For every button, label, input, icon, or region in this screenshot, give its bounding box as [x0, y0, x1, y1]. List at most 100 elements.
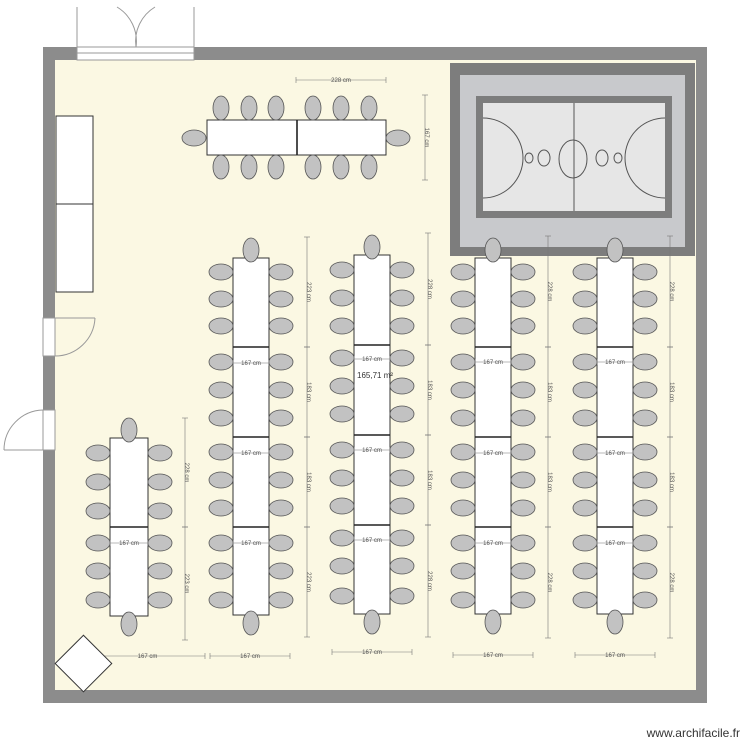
chair [389, 497, 415, 515]
dimension-label: 167 cm [605, 653, 625, 659]
chair [450, 499, 476, 517]
dimension-label: 183 cm [426, 470, 432, 490]
chair [632, 409, 658, 427]
dimension-label: 167 cm [241, 451, 261, 457]
dimension-label: 167 cm [362, 357, 382, 363]
dimension-label: 167 cm [241, 361, 261, 367]
chair [208, 353, 234, 371]
chair [181, 129, 207, 147]
chair [268, 591, 294, 609]
chair [510, 353, 536, 371]
chair [85, 534, 111, 552]
dimension-label: 167 cm [605, 451, 625, 457]
chair [510, 534, 536, 552]
chair [572, 317, 598, 335]
chair [208, 409, 234, 427]
chair [606, 609, 624, 635]
chair [212, 154, 230, 180]
chair [147, 473, 173, 491]
dimension-label: 167 cm [241, 541, 261, 547]
chair [510, 381, 536, 399]
chair [329, 469, 355, 487]
chair [208, 499, 234, 517]
chair [329, 557, 355, 575]
chair [572, 443, 598, 461]
chair [268, 499, 294, 517]
chair [329, 317, 355, 335]
chair [450, 353, 476, 371]
dimension-label: 183 cm [546, 472, 552, 492]
chair [85, 591, 111, 609]
chair [450, 471, 476, 489]
chair [208, 471, 234, 489]
dimension-label: 167 cm [362, 538, 382, 544]
chair [389, 557, 415, 575]
chair [208, 317, 234, 335]
chair [572, 263, 598, 281]
chair [268, 443, 294, 461]
chair [510, 562, 536, 580]
chair [389, 529, 415, 547]
chair [572, 353, 598, 371]
chair [329, 497, 355, 515]
brand-watermark: www.archifacile.fr [646, 726, 740, 740]
chair [572, 591, 598, 609]
chair [632, 471, 658, 489]
dimension-label: 228 cm [546, 573, 552, 593]
chair [632, 290, 658, 308]
chair [267, 95, 285, 121]
chair [389, 317, 415, 335]
chair [510, 317, 536, 335]
chair [267, 154, 285, 180]
chair [147, 444, 173, 462]
chair [389, 405, 415, 423]
chair [329, 377, 355, 395]
chair [329, 405, 355, 423]
chair [85, 502, 111, 520]
dimension-label: 223 cm [305, 282, 311, 302]
chair [212, 95, 230, 121]
chair [572, 409, 598, 427]
dimension-label: 228 cm [426, 571, 432, 591]
chair [360, 95, 378, 121]
chair [363, 234, 381, 260]
chair [385, 129, 411, 147]
dimension-label: 167 cm [483, 653, 503, 659]
chair [360, 154, 378, 180]
dimension-label: 228 cm [668, 282, 674, 302]
furniture-layer [85, 95, 658, 637]
chair [389, 587, 415, 605]
chair [632, 317, 658, 335]
buffet-counter [55, 115, 94, 293]
dance-floor-icon [450, 63, 695, 256]
chair [389, 289, 415, 307]
chair [510, 263, 536, 281]
chair [510, 290, 536, 308]
chair [85, 473, 111, 491]
chair [332, 95, 350, 121]
chair [450, 562, 476, 580]
chair [632, 263, 658, 281]
chair [208, 381, 234, 399]
chair [450, 443, 476, 461]
chair [329, 261, 355, 279]
chair [450, 317, 476, 335]
chair [85, 444, 111, 462]
chair [208, 591, 234, 609]
chair [510, 443, 536, 461]
dimension-label: 223 cm [305, 572, 311, 592]
dimension-label: 183 cm [668, 472, 674, 492]
french-window-icon [76, 6, 195, 61]
chair [208, 562, 234, 580]
chair [450, 381, 476, 399]
chair [389, 441, 415, 459]
dimension-label: 167 cm [605, 360, 625, 366]
chair [329, 349, 355, 367]
chair [147, 591, 173, 609]
chair [147, 502, 173, 520]
chair [332, 154, 350, 180]
dimension-label: 167 cm [605, 541, 625, 547]
dimension-label: 167 cm [138, 654, 158, 660]
door-swing-icon [42, 317, 96, 357]
dimension-layer: 228 cm 167 cm 228 cm 223 cm 167 cm 167 cm 223 … [89, 77, 674, 660]
